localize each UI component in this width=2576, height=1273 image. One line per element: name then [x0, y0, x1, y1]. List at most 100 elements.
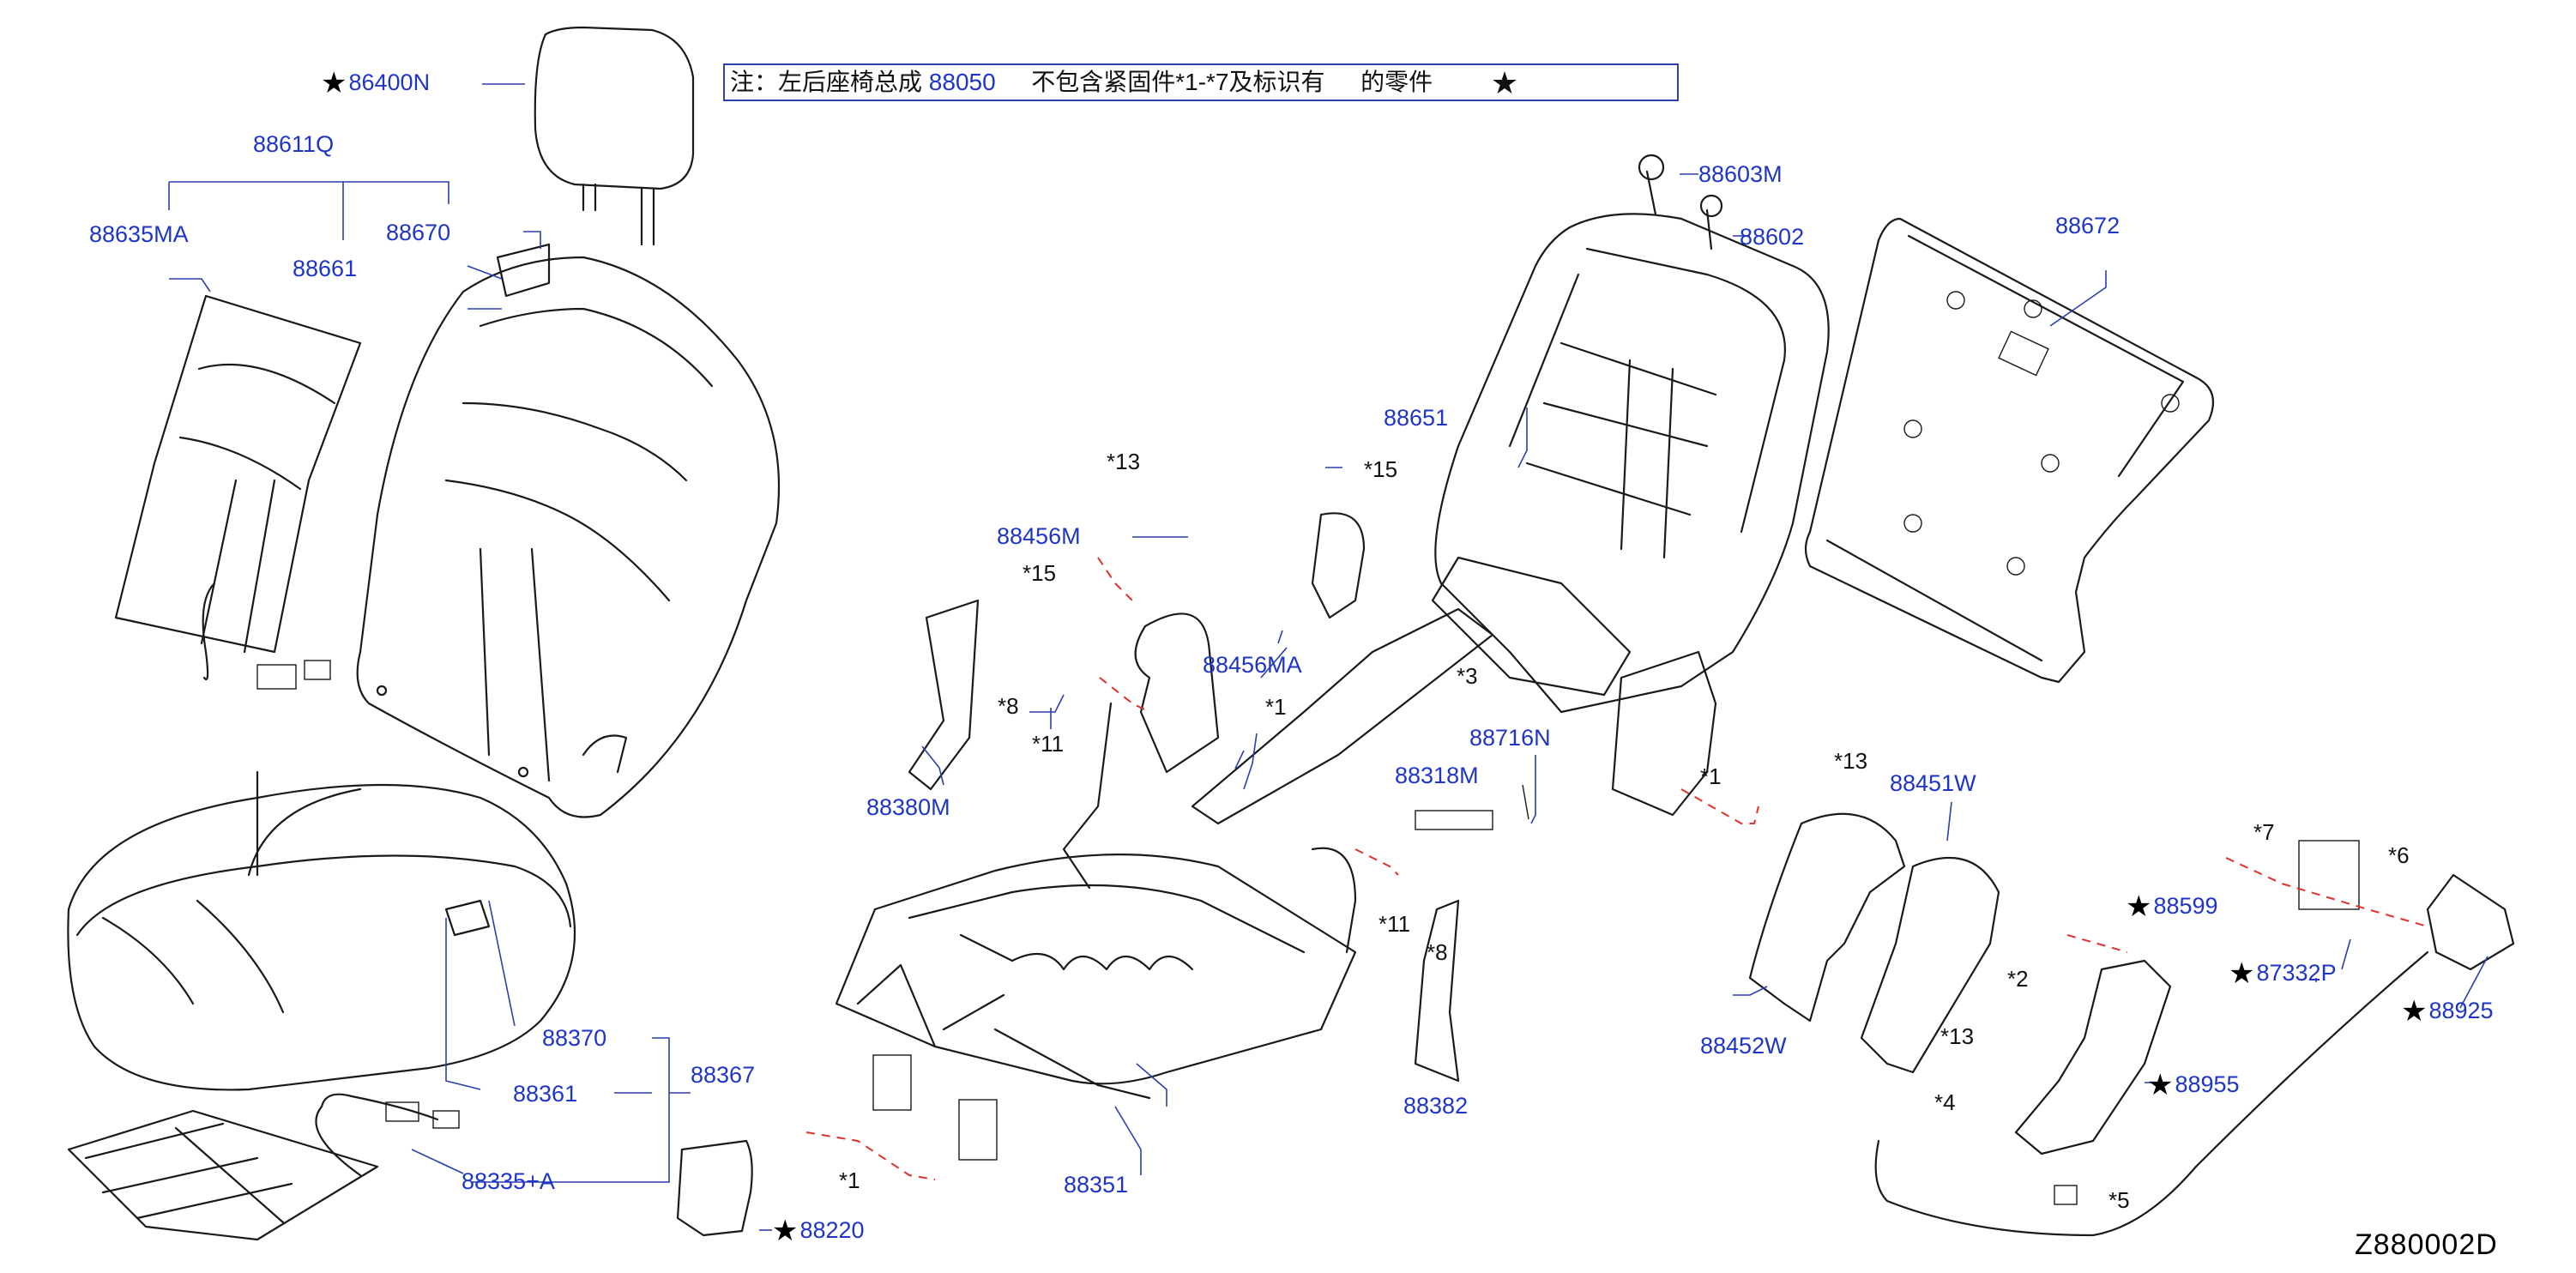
leader-lines — [168, 83, 2489, 1231]
note-suffix: 的零件 — [1360, 69, 1433, 95]
part-number: 88635MA — [89, 221, 189, 247]
callout-88318M[interactable]: 88318M — [1395, 764, 1479, 787]
callout-88370[interactable]: 88370 — [542, 1027, 606, 1050]
part-number: 88367 — [691, 1062, 756, 1088]
callout-88452W[interactable]: 88452W — [1700, 1035, 1787, 1058]
trim-drawings — [496, 243, 753, 1237]
callout-88456MA[interactable]: 88456MA — [1203, 654, 1302, 677]
callout-88955[interactable]: ★88955 — [2147, 1071, 2240, 1100]
fastener-ref[interactable]: *8 — [1427, 939, 1448, 965]
star-icon: ★ — [2401, 995, 2428, 1028]
note-middle: 不包含紧固件*1-*7及标识有 — [1031, 69, 1325, 95]
callout-88351[interactable]: 88351 — [1064, 1173, 1128, 1197]
fastener-ref[interactable]: *15 — [1023, 560, 1057, 586]
part-number: 88661 — [293, 256, 358, 281]
assembly-note: 注：左后座椅总成 88050 不包含紧固件*1-*7及标识有 的零件 ★ — [723, 63, 1679, 101]
seat-cushion-drawing — [67, 770, 576, 1091]
callout-88611Q[interactable]: 88611Q — [253, 133, 334, 156]
callout-88661[interactable]: 88661 — [293, 257, 357, 281]
part-number: 86400N — [348, 69, 431, 95]
part-number: 88456M — [997, 523, 1081, 549]
part-number: 88611Q — [253, 131, 335, 157]
callout-88651[interactable]: 88651 — [1384, 407, 1448, 430]
part-number: 88451W — [1890, 770, 1976, 796]
callout-88716N[interactable]: 88716N — [1469, 727, 1551, 750]
callout-86400N[interactable]: ★86400N — [321, 69, 430, 98]
fastener-ref[interactable]: *1 — [1700, 763, 1722, 789]
part-number: 88452W — [1700, 1033, 1787, 1059]
mount-dash-lines — [805, 557, 2428, 1180]
diagram-code: Z880002D — [2355, 1228, 2498, 1261]
fastener-ref[interactable]: *13 — [1834, 748, 1868, 774]
star-icon: ★ — [2147, 1069, 2174, 1101]
seat-back-drawing — [356, 256, 781, 818]
callout-88925[interactable]: ★88925 — [2401, 997, 2494, 1026]
star-icon: ★ — [2229, 957, 2255, 990]
callout-88451W[interactable]: 88451W — [1890, 772, 1976, 795]
callout-88335A[interactable]: 88335+A — [462, 1170, 555, 1193]
part-number: 88670 — [386, 220, 451, 245]
side-bracket-drawings — [908, 512, 1529, 1083]
callout-88635MA[interactable]: 88635MA — [89, 223, 189, 246]
part-number: 88925 — [2428, 998, 2494, 1023]
part-number: 88351 — [1064, 1172, 1129, 1198]
fastener-ref[interactable]: *7 — [2253, 819, 2275, 845]
part-number: 88361 — [513, 1081, 578, 1107]
part-number: 88456MA — [1203, 652, 1302, 678]
seat-back-frame-drawing — [1191, 154, 1830, 825]
part-number: 88220 — [799, 1217, 865, 1243]
part-number: 88335+A — [462, 1168, 555, 1194]
headrest-drawing — [534, 26, 695, 246]
part-number: 88672 — [2055, 213, 2121, 238]
callout-88382[interactable]: 88382 — [1403, 1095, 1468, 1118]
star-icon: ★ — [2126, 890, 2152, 923]
seat-back-pad-drawing — [114, 294, 362, 690]
cushion-frame-drawing — [835, 702, 1357, 1161]
callout-88367[interactable]: 88367 — [691, 1064, 755, 1087]
callout-88672[interactable]: 88672 — [2055, 214, 2120, 238]
callout-88220[interactable]: ★88220 — [772, 1216, 865, 1246]
part-number: 88599 — [2153, 893, 2218, 919]
star-icon: ★ — [772, 1215, 799, 1247]
fastener-ref[interactable]: *15 — [1364, 456, 1398, 482]
callout-87332P[interactable]: ★87332P — [2229, 959, 2337, 988]
part-number: 88651 — [1384, 405, 1449, 431]
star-icon: ★ — [321, 67, 347, 100]
callout-88602[interactable]: 88602 — [1740, 226, 1804, 249]
callout-88670[interactable]: 88670 — [386, 221, 450, 244]
part-number: 88318M — [1395, 763, 1479, 788]
fastener-ref[interactable]: *3 — [1457, 663, 1478, 689]
fastener-ref[interactable]: *2 — [2007, 966, 2029, 992]
part-number: 88716N — [1469, 725, 1551, 751]
fastener-ref[interactable]: *8 — [998, 693, 1019, 719]
callout-88456M[interactable]: 88456M — [997, 525, 1081, 548]
fastener-ref[interactable]: *11 — [1032, 731, 1065, 757]
fastener-ref[interactable]: *1 — [839, 1167, 860, 1193]
fastener-ref[interactable]: *1 — [1265, 694, 1287, 720]
fastener-ref[interactable]: *4 — [1934, 1089, 1956, 1115]
note-star: ★ — [1490, 65, 1519, 100]
fastener-ref[interactable]: *13 — [1940, 1023, 1975, 1049]
part-number: 88382 — [1403, 1093, 1469, 1119]
callout-88603M[interactable]: 88603M — [1698, 163, 1783, 186]
fastener-ref[interactable]: *6 — [2388, 842, 2410, 868]
callout-88361[interactable]: 88361 — [513, 1083, 577, 1106]
part-number: 87332P — [2256, 960, 2337, 986]
part-number: 88602 — [1740, 224, 1805, 250]
fastener-ref[interactable]: *13 — [1107, 449, 1141, 474]
cushion-heater-drawing — [67, 1093, 460, 1241]
back-board-drawing — [1804, 217, 2215, 684]
fastener-ref[interactable]: *11 — [1378, 911, 1411, 937]
recliner-cover-drawings — [1748, 812, 2515, 1237]
part-number: 88955 — [2175, 1071, 2240, 1097]
fastener-ref[interactable]: *5 — [2108, 1187, 2130, 1213]
part-number: 88380M — [866, 794, 950, 820]
part-number: 88370 — [542, 1025, 607, 1051]
note-prefix: 注：左后座椅总成 — [730, 69, 923, 95]
callout-88380M[interactable]: 88380M — [866, 796, 950, 819]
callout-88599[interactable]: ★88599 — [2126, 892, 2218, 921]
part-number: 88603M — [1698, 161, 1783, 187]
note-assembly-number: 88050 — [928, 69, 996, 95]
